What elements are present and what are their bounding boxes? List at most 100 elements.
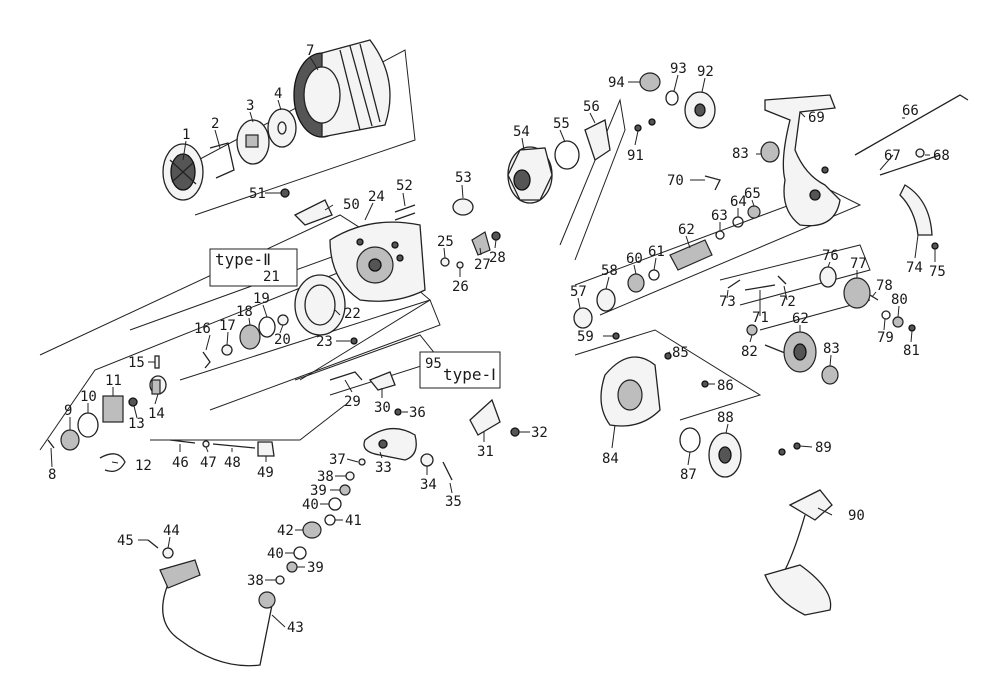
part-43-bail-wire — [159, 559, 276, 667]
part-22-plate — [294, 274, 346, 336]
part-94-nut — [639, 72, 661, 92]
label-50: 50 — [343, 197, 360, 213]
label-3: 3 — [246, 98, 254, 114]
part-40-washer-b — [293, 546, 307, 560]
part-59-screw — [612, 332, 620, 340]
part-19-washer — [258, 316, 276, 338]
part-37-washer — [358, 458, 366, 466]
label-62a: 62 — [678, 222, 695, 238]
label-95: 95 — [425, 356, 442, 372]
label-72: 72 — [779, 294, 796, 310]
label-84: 84 — [602, 451, 619, 467]
part-11-clutch — [102, 395, 124, 423]
label-57: 57 — [570, 284, 587, 300]
label-17: 17 — [219, 318, 236, 334]
part-89-screw-a — [778, 448, 786, 456]
label-87: 87 — [680, 467, 697, 483]
label-38a: 38 — [317, 469, 334, 485]
label-58: 58 — [601, 263, 618, 279]
part-39-washer-a — [339, 484, 351, 496]
part-30-trip — [368, 371, 396, 391]
part-33-bail-arm — [363, 428, 417, 461]
part-39-washer-b — [286, 561, 298, 573]
part-83-bearing-b — [821, 365, 839, 385]
label-27: 27 — [474, 257, 491, 273]
part-3-drag-ring — [236, 119, 270, 165]
label-60: 60 — [626, 251, 643, 267]
label-80: 80 — [891, 292, 908, 308]
label-68: 68 — [933, 148, 950, 164]
part-48-spring — [212, 443, 256, 449]
label-81: 81 — [903, 343, 920, 359]
part-20-washer — [277, 314, 289, 326]
part-64-washer — [732, 216, 744, 228]
label-82: 82 — [741, 344, 758, 360]
part-45-screw — [147, 539, 159, 549]
label-46: 46 — [172, 455, 189, 471]
part-29-spring — [329, 371, 363, 381]
part-87-washer — [679, 427, 701, 453]
label-16: 16 — [194, 321, 211, 337]
part-61-washer — [648, 269, 660, 281]
part-65-bearing — [747, 205, 761, 219]
label-93: 93 — [670, 61, 687, 77]
part-15-pin — [154, 355, 160, 369]
label-31: 31 — [477, 444, 494, 460]
label-63: 63 — [711, 208, 728, 224]
label-49: 49 — [257, 465, 274, 481]
label-69: 69 — [808, 110, 825, 126]
label-10: 10 — [80, 389, 97, 405]
part-56-bail-arm — [584, 119, 611, 162]
label-40b: 40 — [267, 546, 284, 562]
label-71: 71 — [752, 310, 769, 326]
part-27-stopper — [471, 231, 491, 256]
part-84-side-cover — [600, 356, 661, 427]
part-90-handle — [764, 489, 833, 616]
label-4: 4 — [274, 86, 282, 102]
part-31-bail-support — [469, 398, 501, 436]
part-18-nut — [239, 324, 261, 350]
part-55-ring — [554, 140, 580, 170]
part-62-main-gear — [764, 331, 817, 373]
label-36: 36 — [409, 405, 426, 421]
label-78: 78 — [876, 278, 893, 294]
part-89-screw-b — [793, 442, 801, 450]
label-90: 90 — [848, 508, 865, 524]
label-33: 33 — [375, 460, 392, 476]
label-12: 12 — [135, 458, 152, 474]
label-83a: 83 — [732, 146, 749, 162]
label-35: 35 — [445, 494, 462, 510]
label-45: 45 — [117, 533, 134, 549]
part-32-screw — [510, 427, 520, 437]
part-number-labels: 1 2 3 4 7 51 50 24 52 53 54 55 56 21 22 … — [48, 43, 950, 636]
part-72-clip — [777, 275, 787, 285]
type-i-label: type-Ⅰ — [443, 365, 496, 384]
label-8: 8 — [48, 467, 56, 483]
part-12-spring — [99, 453, 126, 473]
part-4-washer — [267, 108, 297, 148]
part-26-washer — [456, 261, 464, 269]
part-40-washer-a — [328, 497, 342, 511]
label-2: 2 — [211, 116, 219, 132]
label-70: 70 — [667, 173, 684, 189]
part-50-bracket — [293, 199, 333, 226]
label-43: 43 — [287, 620, 304, 636]
part-13-screw — [128, 397, 138, 407]
part-92-cover — [684, 91, 716, 129]
label-42: 42 — [277, 523, 294, 539]
label-73: 73 — [719, 294, 736, 310]
label-65: 65 — [744, 186, 761, 202]
label-53: 53 — [455, 170, 472, 186]
label-13: 13 — [128, 416, 145, 432]
label-62b: 62 — [792, 311, 809, 327]
part-44-nut — [162, 547, 174, 559]
label-24: 24 — [368, 189, 385, 205]
part-10-washer — [77, 412, 99, 438]
part-14-collar — [149, 375, 167, 395]
part-73-pin — [727, 279, 741, 289]
label-76: 76 — [822, 248, 839, 264]
part-41-washer — [324, 514, 336, 526]
part-46-pin — [169, 439, 196, 444]
part-54-collar — [507, 146, 553, 204]
